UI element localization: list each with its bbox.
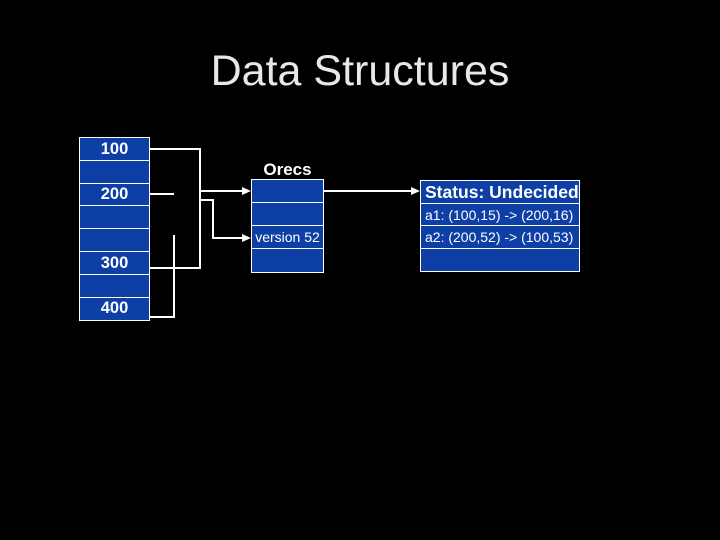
connector-orec-status-line <box>324 190 411 192</box>
connector-elbow-vline <box>212 199 214 239</box>
status-arrowhead-icon <box>411 186 420 195</box>
connector-200-hline <box>150 193 174 195</box>
memory-cell-100: 100 <box>79 137 150 162</box>
orec1-arrowhead-icon <box>242 186 251 195</box>
connector-400-hline <box>150 316 175 318</box>
memory-cell-blank-4 <box>79 273 150 298</box>
connector-orec1-arrow-line <box>200 190 242 192</box>
orec-cell-2 <box>251 202 324 227</box>
status-box: Status: Undecided a1: (100,15) -> (200,1… <box>420 180 580 272</box>
orec-cell-version-52: version 52 <box>251 225 324 250</box>
connector-elbow-top-hline <box>200 199 214 201</box>
status-row-a2: a2: (200,52) -> (100,53) <box>420 225 580 250</box>
orec-cell-1 <box>251 179 324 204</box>
memory-cell-blank-3 <box>79 228 150 253</box>
memory-cell-blank-2 <box>79 205 150 230</box>
memory-cell-blank-1 <box>79 159 150 184</box>
status-row-a1: a1: (100,15) -> (200,16) <box>420 202 580 227</box>
memory-cell-300: 300 <box>79 250 150 276</box>
status-header: Status: Undecided <box>420 180 580 204</box>
connector-100-hline <box>150 148 201 150</box>
orecs-label: Orecs <box>263 160 312 179</box>
connector-bracket-a-vline <box>199 148 201 269</box>
memory-cell-200: 200 <box>79 182 150 207</box>
orec-cell-4 <box>251 248 324 273</box>
connector-version-arrow-line <box>212 237 242 239</box>
status-row-blank <box>420 247 580 272</box>
orecs-table: version 52 <box>251 179 324 273</box>
connector-bracket-b-vline <box>173 235 175 318</box>
connector-300-hline <box>150 267 201 269</box>
version-arrowhead-icon <box>242 233 251 242</box>
slide-title: Data Structures <box>210 47 510 95</box>
memory-table: 100 200 300 400 <box>79 137 150 321</box>
memory-cell-400: 400 <box>79 296 150 321</box>
